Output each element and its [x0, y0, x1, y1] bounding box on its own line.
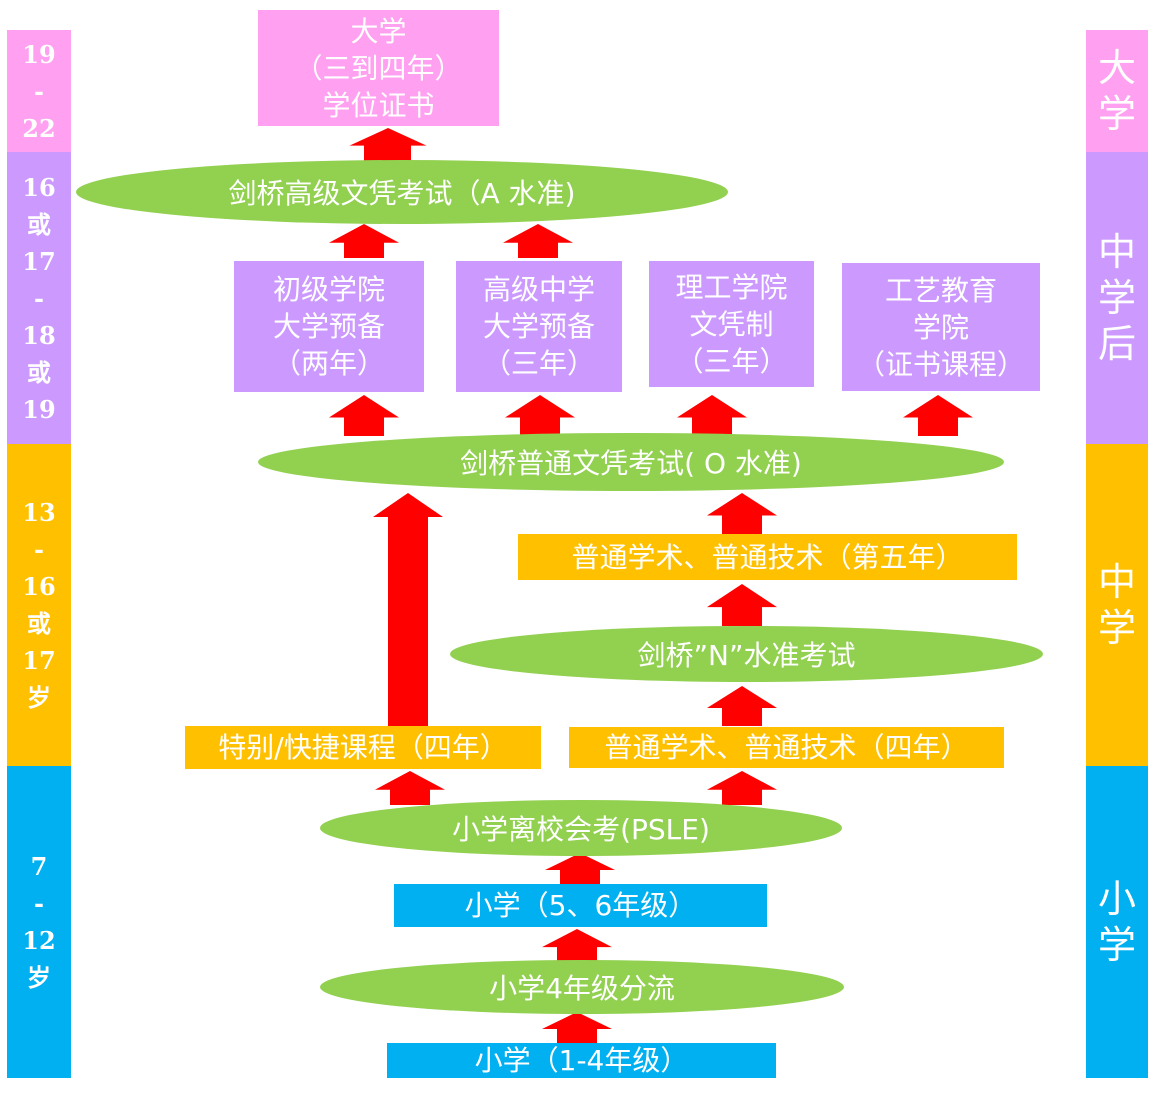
stage-band-line: 中 [1097, 560, 1136, 604]
stage-band-secondary: 中学 [1086, 444, 1148, 766]
arrow-o-level-to-hs [505, 395, 575, 436]
normal-course-node: 普通学术、普通技术（四年） [569, 727, 1004, 768]
junior-college-line-3: （两年） [272, 347, 385, 380]
age-band-post-secondary: 16 或 17 - 18 或 19 [7, 152, 71, 444]
age-band-line: 7 [30, 852, 48, 881]
age-band-line: 12 [22, 926, 56, 955]
stage-band-line: 学 [1097, 92, 1136, 136]
stage-band-primary: 小学 [1086, 766, 1148, 1078]
arrow-n-level-to-year5 [707, 584, 777, 626]
primary-5-6-label: 小学（5、6年级） [464, 889, 697, 922]
psle-node: 小学离校会考(PSLE) [320, 800, 842, 856]
stage-band-line: 学 [1097, 606, 1136, 650]
age-band-line: - [34, 76, 44, 106]
arrow-year5-to-o-level [707, 493, 777, 534]
high-school-line-3: （三年） [482, 347, 595, 380]
age-band-line: 22 [22, 113, 56, 143]
age-band-line: 18 [22, 320, 56, 350]
arrow-express-to-o-level [373, 493, 443, 726]
arrow-psle-to-normal [707, 771, 777, 805]
junior-college-line-2: 大学预备 [272, 310, 385, 343]
polytechnic-line-2: 文凭制 [689, 307, 774, 341]
university-line-1: 大学 [350, 14, 407, 48]
age-band-line: 16 [22, 172, 56, 202]
p4-streaming-label: 小学4年级分流 [489, 972, 675, 1005]
arrow-o-level-to-ite [903, 395, 973, 436]
stage-band-line: 后 [1097, 322, 1136, 366]
polytechnic-node: 理工学院 文凭制 （三年） [649, 261, 814, 387]
arrow-to-university [349, 128, 427, 160]
primary-1-4-label: 小学（1-4年级） [474, 1044, 689, 1077]
age-band-line: 岁 [27, 963, 51, 992]
arrow-p4-to-primary56 [542, 929, 612, 962]
arrow-o-level-to-poly [677, 395, 747, 436]
stage-band-line: 学 [1097, 276, 1136, 320]
arrow-psle-to-express [375, 771, 445, 805]
age-band-line: 16 [22, 572, 56, 601]
age-band-university: 19 - 22 [7, 30, 71, 152]
age-band-line: 17 [22, 646, 56, 675]
a-level-exam-label: 剑桥高级文凭考试（A 水准) [228, 177, 576, 210]
year5-course-node: 普通学术、普通技术（第五年） [518, 534, 1017, 580]
primary-1-4-node: 小学（1-4年级） [387, 1043, 776, 1078]
stage-band-line: 学 [1097, 923, 1136, 967]
stage-band-university: 大学 [1086, 30, 1148, 152]
age-band-primary: 7 - 12 岁 [7, 766, 71, 1078]
age-band-line: 13 [22, 498, 56, 527]
a-level-exam-node: 剑桥高级文凭考试（A 水准) [76, 160, 728, 224]
age-band-line: - [34, 889, 44, 918]
n-level-exam-node: 剑桥”N”水准考试 [450, 626, 1043, 682]
o-level-exam-label: 剑桥普通文凭考试( O 水准) [460, 447, 802, 480]
age-band-line: 19 [22, 394, 56, 424]
o-level-exam-node: 剑桥普通文凭考试( O 水准) [258, 433, 1004, 491]
ite-line-2: 学院 [912, 310, 969, 344]
arrow-primary56-to-psle [545, 853, 615, 884]
age-band-line: 17 [22, 246, 56, 276]
age-band-line: 或 [27, 357, 51, 387]
n-level-exam-label: 剑桥”N”水准考试 [637, 639, 856, 672]
arrow-normal-to-n-level [707, 686, 777, 726]
polytechnic-line-1: 理工学院 [675, 270, 788, 304]
university-node: 大学 （三到四年） 学位证书 [258, 10, 499, 126]
arrow-o-level-to-jc [329, 395, 399, 436]
age-band-line: 岁 [27, 683, 51, 712]
stage-band-line: 大 [1097, 46, 1136, 90]
high-school-line-1: 高级中学 [482, 273, 595, 306]
ite-node: 工艺教育 学院 （证书课程） [842, 263, 1040, 391]
high-school-line-2: 大学预备 [482, 310, 595, 343]
stage-band-post-secondary: 中学后 [1086, 152, 1148, 444]
primary-5-6-node: 小学（5、6年级） [394, 884, 767, 927]
age-band-line: 或 [27, 609, 51, 638]
age-band-secondary: 13 - 16 或 17 岁 [7, 444, 71, 766]
high-school-node: 高级中学 大学预备 （三年） [456, 261, 622, 392]
age-band-line: - [34, 283, 44, 313]
age-band-line: 或 [27, 209, 51, 239]
normal-course-label: 普通学术、普通技术（四年） [604, 731, 969, 764]
junior-college-line-1: 初级学院 [272, 273, 385, 306]
university-line-3: 学位证书 [322, 88, 435, 122]
polytechnic-line-3: （三年） [675, 344, 788, 378]
express-course-node: 特别/快捷课程（四年） [185, 726, 541, 769]
university-line-2: （三到四年） [294, 51, 463, 85]
stage-band-line: 小 [1097, 877, 1136, 921]
arrow-hs-to-a-level [503, 224, 573, 258]
p4-streaming-node: 小学4年级分流 [320, 960, 844, 1014]
stage-band-line: 中 [1097, 230, 1136, 274]
junior-college-node: 初级学院 大学预备 （两年） [234, 261, 424, 392]
psle-label: 小学离校会考(PSLE) [452, 813, 710, 846]
age-band-line: - [34, 535, 44, 564]
ite-line-3: （证书课程） [856, 347, 1025, 381]
age-band-line: 19 [22, 39, 56, 69]
arrow-jc-to-a-level [329, 224, 399, 258]
express-course-label: 特别/快捷课程（四年） [218, 731, 508, 764]
ite-line-1: 工艺教育 [884, 273, 997, 307]
year5-course-label: 普通学术、普通技术（第五年） [571, 540, 964, 574]
arrow-primary14-to-p4 [542, 1012, 612, 1043]
